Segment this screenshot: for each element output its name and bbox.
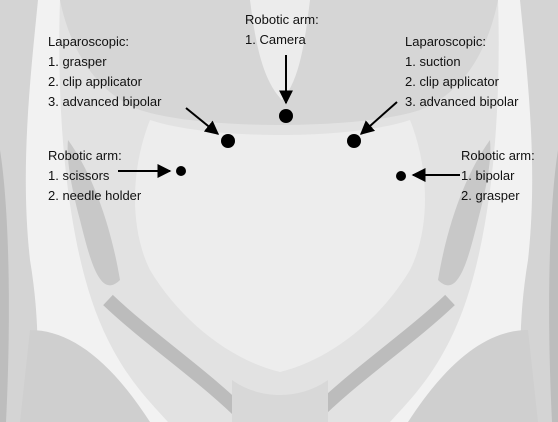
label-heading: Robotic arm: xyxy=(461,146,535,166)
label-left-laparoscopic: Laparoscopic: 1. grasper 2. clip applica… xyxy=(48,32,161,112)
label-right-laparoscopic: Laparoscopic: 1. suction 2. clip applica… xyxy=(405,32,518,112)
label-item: 3. advanced bipolar xyxy=(405,92,518,112)
label-item: 1. grasper xyxy=(48,52,161,72)
port-left-laparoscopic xyxy=(221,134,235,148)
label-left-robotic: Robotic arm: 1. scissors 2. needle holde… xyxy=(48,146,141,206)
port-right-laparoscopic xyxy=(347,134,361,148)
port-right-robotic xyxy=(396,171,406,181)
label-heading: Laparoscopic: xyxy=(405,32,518,52)
label-right-robotic: Robotic arm: 1. bipolar 2. grasper xyxy=(461,146,535,206)
label-heading: Laparoscopic: xyxy=(48,32,161,52)
label-camera-arm: Robotic arm: 1. Camera xyxy=(245,10,319,50)
label-item: 2. needle holder xyxy=(48,186,141,206)
label-item: 1. suction xyxy=(405,52,518,72)
label-item: 1. Camera xyxy=(245,30,319,50)
port-camera xyxy=(279,109,293,123)
label-item: 2. clip applicator xyxy=(48,72,161,92)
label-item: 1. bipolar xyxy=(461,166,535,186)
label-heading: Robotic arm: xyxy=(48,146,141,166)
label-item: 2. grasper xyxy=(461,186,535,206)
label-item: 3. advanced bipolar xyxy=(48,92,161,112)
port-left-robotic xyxy=(176,166,186,176)
label-item: 2. clip applicator xyxy=(405,72,518,92)
label-item: 1. scissors xyxy=(48,166,141,186)
label-heading: Robotic arm: xyxy=(245,10,319,30)
